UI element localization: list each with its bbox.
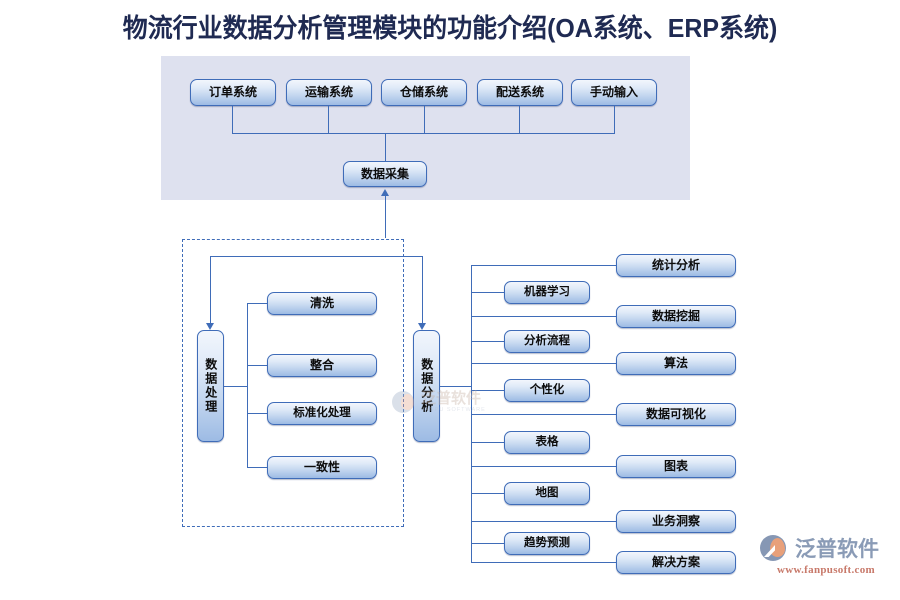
process-box-standardization[interactable]: 标准化处理	[267, 402, 377, 425]
process-node-data-processing[interactable]: 数据处理	[197, 330, 224, 442]
analysis-box-trend-forecast[interactable]: 趋势预测	[504, 532, 590, 555]
connector-processing-to-collector	[385, 196, 386, 238]
connector-group-top-bus	[210, 256, 422, 257]
connector-source-transport-drop	[328, 106, 329, 133]
connector-analysis-outer-branch-6	[471, 521, 616, 522]
connector-analysis-inner-branch-4	[471, 442, 504, 443]
arrow-down-to-analysis	[418, 323, 426, 330]
connector-analysis-outer-branch-2	[471, 316, 616, 317]
arrow-down-to-processing	[206, 323, 214, 330]
analysis-box-solution[interactable]: 解决方案	[616, 551, 736, 574]
arrow-up-to-collector	[381, 189, 389, 196]
analysis-box-algorithm[interactable]: 算法	[616, 352, 736, 375]
process-box-consistency[interactable]: 一致性	[267, 456, 377, 479]
analysis-box-personalization[interactable]: 个性化	[504, 379, 590, 402]
page-title: 物流行业数据分析管理模块的功能介绍(OA系统、ERP系统)	[122, 13, 778, 43]
connector-processing-branch-3	[247, 413, 267, 414]
connector-source-manual-drop	[614, 106, 615, 133]
brand-name: 泛普软件	[795, 538, 879, 561]
source-box-manual-input[interactable]: 手动输入	[571, 79, 657, 106]
processing-group-container	[182, 239, 404, 527]
brand-url[interactable]: www.fanpusoft.com	[777, 564, 875, 576]
source-box-transport[interactable]: 运输系统	[286, 79, 372, 106]
connector-group-bus-left-drop	[210, 256, 211, 323]
connector-processing-branch-2	[247, 365, 267, 366]
connector-processing-spine	[247, 303, 248, 467]
center-watermark: 泛普软件 FANPU SOFTWARE	[392, 382, 512, 422]
analysis-node-data-analysis[interactable]: 数据分析	[413, 330, 440, 442]
connector-analysis-outer-branch-7	[471, 562, 616, 563]
process-box-cleaning[interactable]: 清洗	[267, 292, 377, 315]
connector-analysis-outer-branch-1	[471, 265, 616, 266]
analysis-box-chart[interactable]: 图表	[616, 455, 736, 478]
connector-analysis-inner-branch-5	[471, 493, 504, 494]
connector-processing-branch-1	[247, 303, 267, 304]
connector-analysis-outer-branch-4	[471, 414, 616, 415]
connector-analysis-inner-branch-2	[471, 341, 504, 342]
connector-processing-stem	[224, 386, 247, 387]
analysis-box-business-insight[interactable]: 业务洞察	[616, 510, 736, 533]
connector-analysis-inner-branch-6	[471, 543, 504, 544]
connector-group-bus-right-drop	[422, 256, 423, 323]
brand-logo-icon	[760, 533, 790, 563]
connector-analysis-outer-branch-3	[471, 363, 616, 364]
connector-analysis-stem	[440, 386, 471, 387]
source-box-warehouse[interactable]: 仓储系统	[381, 79, 467, 106]
connector-source-bus	[232, 133, 615, 134]
analysis-box-statistical-analysis[interactable]: 统计分析	[616, 254, 736, 277]
connector-source-delivery-drop	[519, 106, 520, 133]
collector-box-data-acquisition[interactable]: 数据采集	[343, 161, 427, 187]
analysis-box-analysis-process[interactable]: 分析流程	[504, 330, 590, 353]
connector-source-warehouse-drop	[424, 106, 425, 133]
analysis-box-map[interactable]: 地图	[504, 482, 590, 505]
source-box-delivery[interactable]: 配送系统	[477, 79, 563, 106]
analysis-box-data-mining[interactable]: 数据挖掘	[616, 305, 736, 328]
connector-analysis-inner-branch-1	[471, 292, 504, 293]
source-box-order[interactable]: 订单系统	[190, 79, 276, 106]
connector-analysis-spine	[471, 265, 472, 562]
connector-processing-branch-4	[247, 467, 267, 468]
analysis-box-machine-learning[interactable]: 机器学习	[504, 281, 590, 304]
analysis-box-table[interactable]: 表格	[504, 431, 590, 454]
connector-bus-to-collector	[385, 133, 386, 161]
brand-logo: 泛普软件 www.fanpusoft.com	[760, 533, 892, 589]
process-box-integration[interactable]: 整合	[267, 354, 377, 377]
analysis-box-data-visualization[interactable]: 数据可视化	[616, 403, 736, 426]
connector-analysis-outer-branch-5	[471, 466, 616, 467]
connector-source-order-drop	[232, 106, 233, 133]
connector-analysis-inner-branch-3	[471, 390, 504, 391]
